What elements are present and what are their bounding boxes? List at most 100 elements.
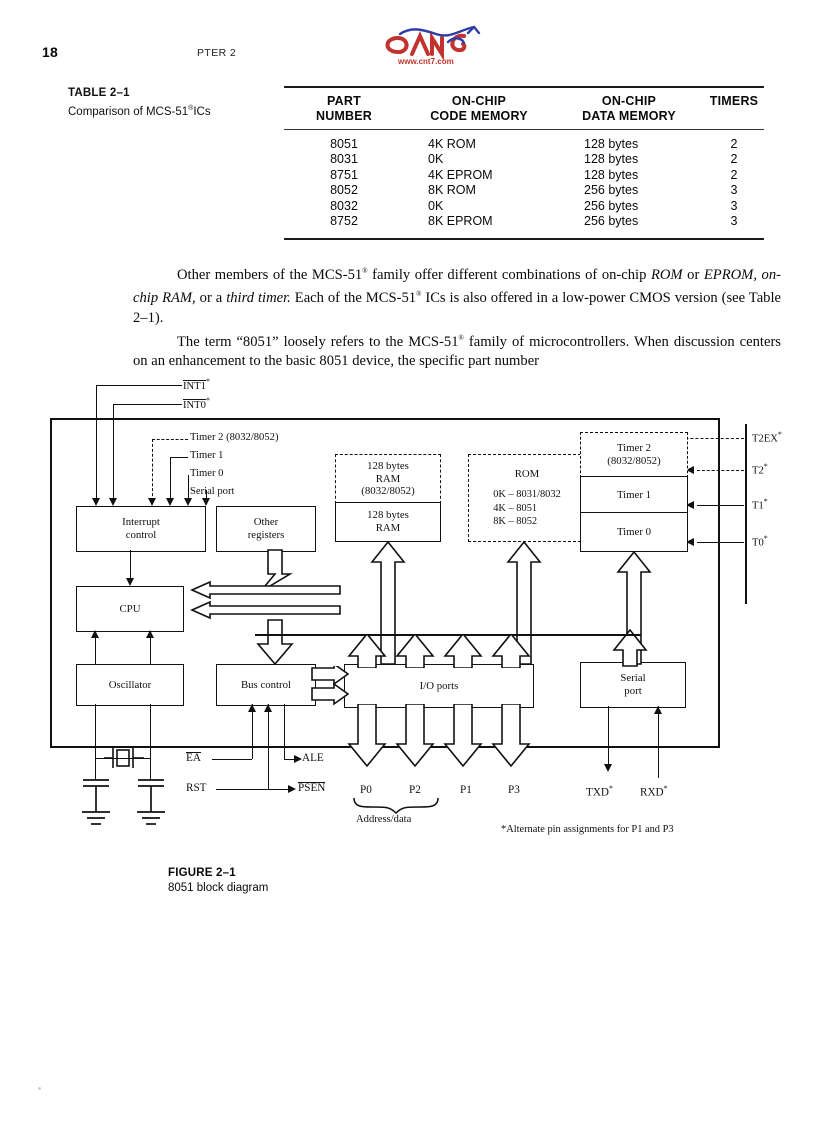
connector-interrupt-cpu <box>130 550 132 582</box>
crystal-icon <box>104 748 144 768</box>
leader-timer1-drop <box>170 457 172 501</box>
arrow-rst <box>264 704 272 712</box>
arrow-serial <box>202 498 210 506</box>
cell-part-number: 8051 <box>330 136 358 151</box>
arrow-t1 <box>686 501 694 509</box>
cell-timers: 3 <box>730 198 738 213</box>
table-row: 8031 0K 128 bytes 2 <box>284 152 764 168</box>
label-address-data: Address/data <box>356 814 412 825</box>
leader-serial-drop <box>206 490 208 501</box>
cell-timers: 2 <box>730 167 738 182</box>
arrow-rxd <box>654 706 662 714</box>
arrow-int0 <box>109 498 117 506</box>
block-timer0: Timer 0 <box>580 512 688 552</box>
table-caption: TABLE 2–1 Comparison of MCS-51®ICs <box>68 86 278 120</box>
block-rom-line2: 4K – 8051 <box>493 502 538 514</box>
arrow-ea <box>248 704 256 712</box>
block-timer2: Timer 2(8032/8052) <box>580 432 688 478</box>
block-rom-line3: 8K – 8052 <box>493 516 538 527</box>
connector-osc-cpu-left <box>95 638 97 664</box>
arrow-t0 <box>686 538 694 546</box>
table-caption-text: Comparison of MCS-51®ICs <box>68 105 211 118</box>
label-t2ex: T2EX* <box>752 430 782 445</box>
label-rxd: RXD* <box>640 784 668 799</box>
arrow-timer1 <box>166 498 174 506</box>
paragraph-1: Other members of the MCS-51® family offe… <box>133 266 781 326</box>
site-logo-watermark: www.cnt7.com <box>378 24 494 66</box>
capacitor-ground-right <box>137 779 165 825</box>
block-timer1: Timer 1 <box>580 476 688 514</box>
cell-code-memory: 0K <box>428 198 444 213</box>
leader-txd <box>608 706 610 768</box>
label-p3: P3 <box>508 784 520 796</box>
label-t1: T1* <box>752 497 768 512</box>
arrow-txd <box>604 764 612 772</box>
io-input-arrows <box>347 634 531 668</box>
block-cpu: CPU <box>76 586 184 632</box>
bus-control-to-io-arrow <box>311 666 350 706</box>
leader-int0 <box>113 404 182 406</box>
table-row: 8752 8K EPROM 256 bytes 3 <box>284 214 764 230</box>
arrow-psen <box>288 785 296 793</box>
paragraph-2: The term “8051” loosely refers to the MC… <box>133 333 781 369</box>
table-row: 8052 8K ROM 256 bytes 3 <box>284 183 764 199</box>
address-data-brace <box>353 798 439 814</box>
port-output-arrows <box>347 704 531 768</box>
leader-timer2-dashed <box>152 439 188 440</box>
cell-timers: 2 <box>730 152 738 167</box>
leader-timer2-drop <box>152 439 153 501</box>
leader-psen <box>268 789 290 791</box>
leader-t2ex <box>660 438 744 439</box>
leader-ale-down <box>284 704 286 759</box>
arrow-osc-cpu-right <box>146 630 154 638</box>
block-oscillator: Oscillator <box>76 664 184 706</box>
leader-int0-drop <box>113 404 115 501</box>
cap-right-lead <box>150 758 152 780</box>
label-p0: P0 <box>360 784 372 796</box>
leader-ea-up <box>252 704 254 759</box>
label-int1: INT1* <box>183 377 210 392</box>
label-t0: T0* <box>752 534 768 549</box>
cell-timers: 2 <box>730 136 738 151</box>
running-head: PTER 2 <box>197 47 237 59</box>
osc-crystal-rail <box>95 758 151 760</box>
cell-code-memory: 8K EPROM <box>428 214 493 229</box>
arrow-t2 <box>686 466 694 474</box>
leader-t1 <box>697 505 744 507</box>
page-number: 18 <box>42 44 58 60</box>
connector-osc-cpu-right <box>150 638 152 664</box>
cell-part-number: 8751 <box>330 167 358 182</box>
leader-int1-drop <box>96 385 98 501</box>
arrow-int1 <box>92 498 100 506</box>
figure-caption-text: 8051 block diagram <box>168 882 269 894</box>
table-caption-label: TABLE 2–1 <box>68 87 130 99</box>
label-timer1-source: Timer 1 <box>190 450 224 461</box>
table-header-rule <box>284 128 764 130</box>
table-body: 8051 4K ROM 128 bytes 2 8031 0K 128 byte… <box>284 130 764 239</box>
label-psen: PSEN <box>298 782 326 794</box>
arrow-timer0 <box>184 498 192 506</box>
scan-artifact <box>38 1087 41 1090</box>
cell-timers: 3 <box>730 214 738 229</box>
leader-t2 <box>697 470 744 471</box>
block-io-ports: I/O ports <box>344 664 534 708</box>
arrow-ale <box>294 755 302 763</box>
label-p2: P2 <box>409 784 421 796</box>
block-diagram-figure: INT1* INT0* Timer 2 (8032/8052) Timer 1 … <box>0 372 816 902</box>
arrow-interrupt-cpu <box>126 578 134 586</box>
cell-code-memory: 4K EPROM <box>428 167 493 182</box>
cell-data-memory: 128 bytes <box>584 136 639 151</box>
leader-rxd <box>658 706 660 778</box>
body-text: Other members of the MCS-51® family offe… <box>133 262 781 372</box>
rom-bus-arrow <box>506 540 542 665</box>
leader-int1 <box>96 385 182 387</box>
table-row: 8751 4K EPROM 128 bytes 2 <box>284 168 764 184</box>
cell-part-number: 8031 <box>330 152 358 167</box>
